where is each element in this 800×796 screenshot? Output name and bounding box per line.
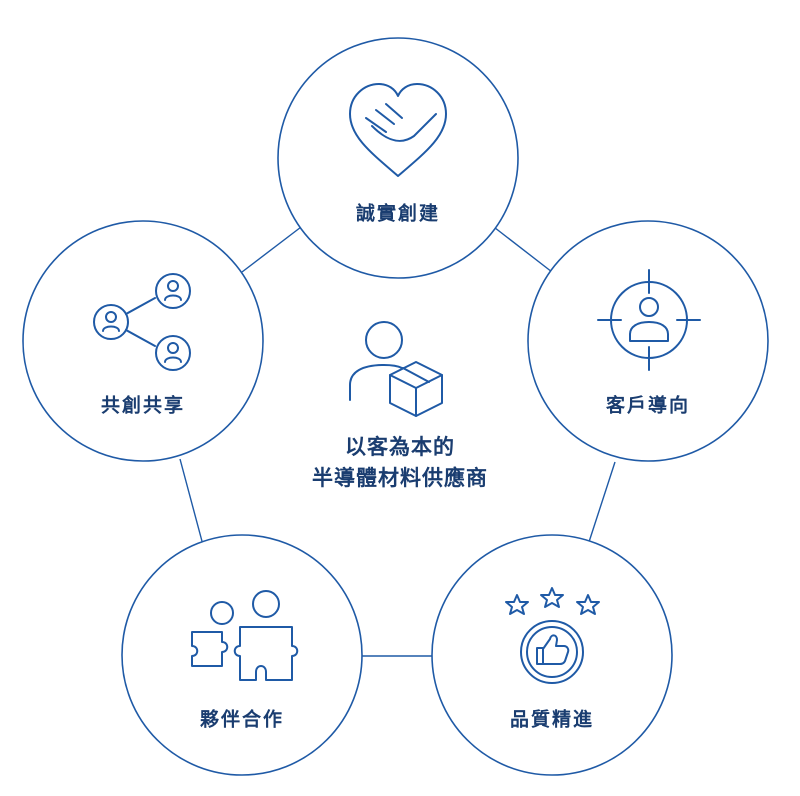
- center-title-line2: 半導體材料供應商: [312, 466, 488, 490]
- connector-customer-quality: [587, 461, 616, 546]
- heart-hand-icon: [349, 83, 447, 177]
- connector-integrity-customer: [489, 223, 553, 273]
- person-with-box-icon: [349, 321, 443, 417]
- center-title-line1: 以客為本的: [345, 435, 455, 459]
- node-label-customer: 客戶導向: [605, 394, 691, 417]
- target-person-icon: [597, 269, 701, 371]
- node-label-quality: 品質精進: [509, 708, 595, 731]
- node-circle-sharing: [22, 220, 264, 462]
- node-label-sharing: 共創共享: [100, 394, 186, 417]
- node-label-partnership: 夥伴合作: [199, 708, 285, 731]
- thumbs-up-stars-icon: [505, 587, 600, 684]
- node-circle-integrity: [277, 37, 519, 279]
- connector-sharing-integrity: [241, 223, 306, 273]
- share-network-icon: [93, 273, 191, 371]
- node-label-integrity: 誠實創建: [355, 202, 441, 225]
- node-circle-partnership: [121, 534, 363, 776]
- puzzle-people-icon: [191, 590, 299, 681]
- node-circle-quality: [431, 534, 673, 776]
- connector-partnership-sharing: [179, 458, 204, 546]
